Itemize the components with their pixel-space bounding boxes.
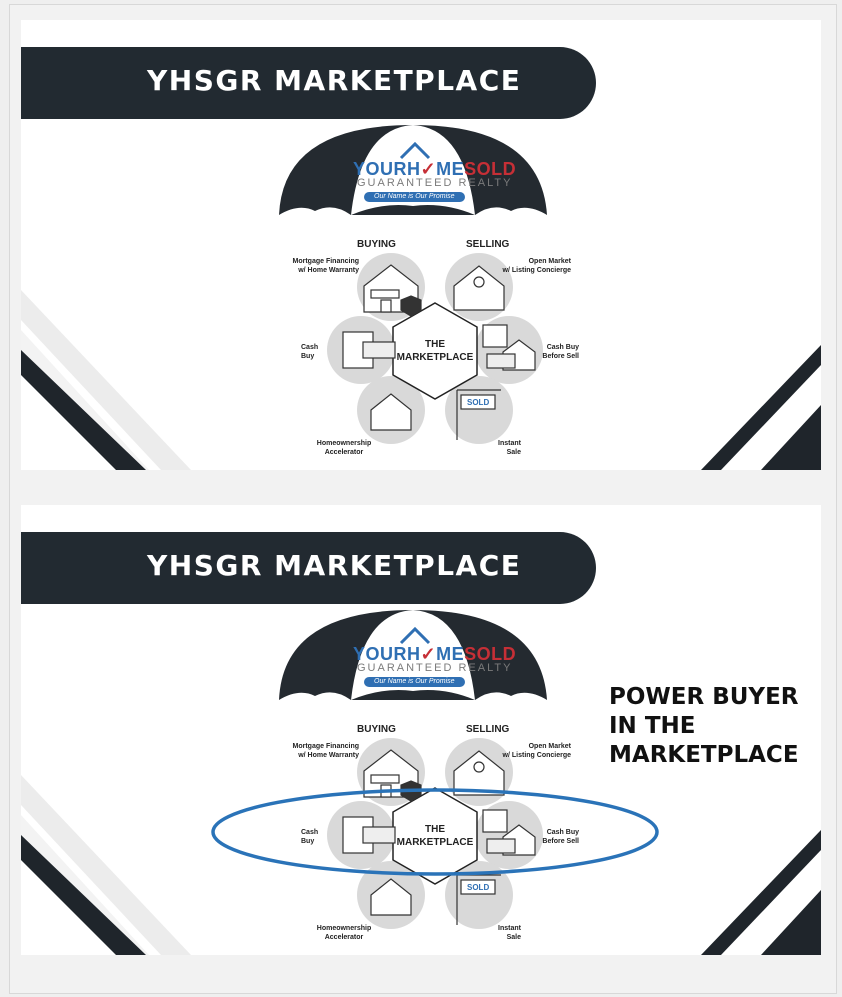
label-cash-before-sell-line2: Before Sell — [542, 353, 579, 360]
buying-header: BUYING — [357, 239, 396, 250]
dark-corner-right — [761, 405, 821, 470]
sold-sign-text: SOLD — [467, 398, 490, 407]
label-open-market-line1: Open Market — [528, 743, 571, 750]
label-cash-buy: Cash Buy — [301, 828, 318, 846]
logo-h: H — [407, 159, 421, 179]
callout-line1: POWER BUYER — [609, 684, 799, 710]
selling-header: SELLING — [466, 239, 510, 250]
label-mortgage: Mortgage Financing w/ Home Warranty — [287, 742, 360, 760]
logo-h: H — [407, 644, 421, 664]
callout-line2: IN THE — [609, 713, 696, 739]
light-stripe-left-2 — [21, 330, 149, 470]
buying-header: BUYING — [357, 724, 396, 735]
logo-tagline: Our Name is Our Promise — [364, 677, 465, 687]
selling-header: SELLING — [466, 724, 510, 735]
label-cash-buy: Cash Buy — [301, 343, 318, 361]
slide-title: YHSGR MARKETPLACE — [147, 64, 522, 97]
circle-instant-sale — [445, 376, 513, 444]
logo-sold: SOLD — [464, 159, 517, 179]
label-homeownership: Homeownership Accelerator — [313, 439, 375, 457]
title-banner — [21, 532, 596, 604]
logo-me: ME — [436, 644, 465, 664]
sold-sign-text: SOLD — [467, 883, 490, 892]
dark-stripe-left — [21, 835, 146, 955]
label-cash-buy-line1: Cash — [301, 344, 319, 351]
marketplace-label: THE MARKETPLACE — [393, 338, 477, 364]
label-cash-before-sell: Cash Buy Before Sell — [541, 343, 579, 361]
callout-line3: MARKETPLACE — [609, 742, 799, 768]
label-instant-sale: Instant Sale — [491, 924, 521, 942]
marketplace-line1: THE — [425, 339, 445, 350]
label-homeownership-line2: Accelerator — [324, 934, 364, 941]
logo-subtitle: GUARANTEED REALTY — [357, 662, 513, 674]
label-open-market-line2: w/ Listing Concierge — [502, 267, 571, 274]
dark-stripe-left — [21, 350, 146, 470]
label-instant-sale-line1: Instant — [498, 440, 521, 447]
slide-background-art — [21, 125, 821, 470]
dark-stripe-right — [701, 830, 821, 955]
label-open-market: Open Market w/ Listing Concierge — [497, 742, 571, 760]
logo-check-icon: ✓ — [420, 159, 437, 179]
label-cash-buy-line2: Buy — [301, 353, 315, 360]
label-homeownership: Homeownership Accelerator — [313, 924, 375, 942]
title-banner — [21, 47, 596, 119]
label-instant-sale-line2: Sale — [506, 449, 521, 456]
label-cash-before-sell: Cash Buy Before Sell — [541, 828, 579, 846]
dark-corner-right — [761, 890, 821, 955]
label-open-market-line2: w/ Listing Concierge — [502, 752, 571, 759]
logo-your: YOUR — [353, 644, 408, 664]
label-cash-before-sell-line1: Cash Buy — [546, 344, 579, 351]
marketplace-hexagon — [392, 787, 478, 885]
label-homeownership-line1: Homeownership — [316, 440, 372, 447]
label-homeownership-line2: Accelerator — [324, 449, 364, 456]
logo-subtitle: GUARANTEED REALTY — [357, 177, 513, 189]
slide-title: YHSGR MARKETPLACE — [147, 549, 522, 582]
logo-tagline: Our Name is Our Promise — [364, 192, 465, 202]
label-open-market-line1: Open Market — [528, 258, 571, 265]
logo-wordmark: YOURH✓MESOLD — [353, 159, 516, 180]
label-cash-buy-line1: Cash — [301, 829, 319, 836]
label-cash-before-sell-line2: Before Sell — [542, 838, 579, 845]
marketplace-line1: THE — [425, 824, 445, 835]
power-buyer-callout: POWER BUYER IN THE MARKETPLACE — [609, 683, 819, 770]
marketplace-hexagon — [392, 302, 478, 400]
light-stripe-left — [21, 290, 191, 470]
slide-1: YHSGR MARKETPLACE YOURH✓MESOLD GUARANTEE… — [21, 20, 821, 470]
label-mortgage-line1: Mortgage Financing — [292, 258, 360, 265]
label-instant-sale: Instant Sale — [491, 439, 521, 457]
label-homeownership-line1: Homeownership — [316, 925, 372, 932]
marketplace-label: THE MARKETPLACE — [393, 823, 477, 849]
highlight-ellipse — [211, 788, 659, 876]
label-mortgage-line2: w/ Home Warranty — [298, 267, 359, 274]
marketplace-line2: MARKETPLACE — [396, 837, 474, 848]
logo-sold: SOLD — [464, 644, 517, 664]
label-open-market: Open Market w/ Listing Concierge — [497, 257, 571, 275]
label-cash-before-sell-line1: Cash Buy — [546, 829, 579, 836]
label-instant-sale-line2: Sale — [506, 934, 521, 941]
logo-me: ME — [436, 159, 465, 179]
slide-2: YHSGR MARKETPLACE YOURH✓MESOLD GUARANTEE… — [21, 505, 821, 955]
page-frame: YHSGR MARKETPLACE YOURH✓MESOLD GUARANTEE… — [9, 4, 837, 994]
label-mortgage-line2: w/ Home Warranty — [298, 752, 359, 759]
label-cash-buy-line2: Buy — [301, 838, 315, 845]
label-mortgage-line1: Mortgage Financing — [292, 743, 360, 750]
logo-check-icon: ✓ — [420, 644, 437, 664]
logo-wordmark: YOURH✓MESOLD — [353, 644, 516, 665]
marketplace-line2: MARKETPLACE — [396, 352, 474, 363]
dark-stripe-right — [701, 345, 821, 470]
label-mortgage: Mortgage Financing w/ Home Warranty — [287, 257, 360, 275]
label-instant-sale-line1: Instant — [498, 925, 521, 932]
logo-your: YOUR — [353, 159, 408, 179]
